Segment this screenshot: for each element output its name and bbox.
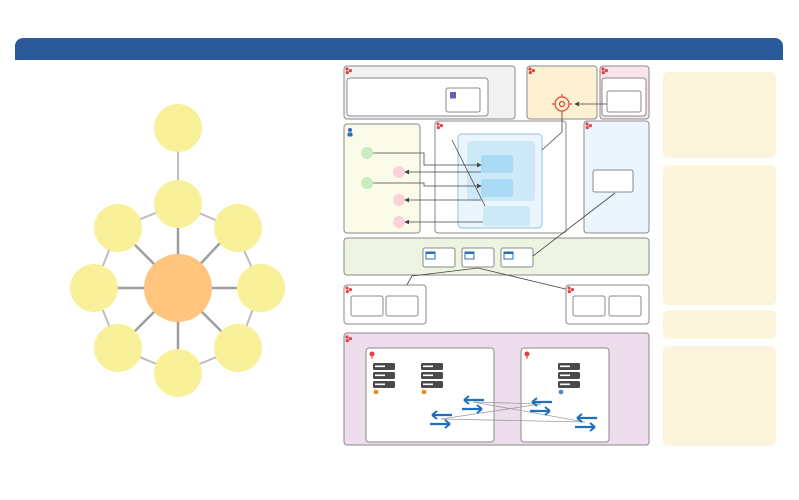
side-panel-2 <box>663 165 776 305</box>
switch-links <box>440 401 586 423</box>
side-panel-3 <box>663 310 776 339</box>
node-w <box>70 264 118 312</box>
panel-top-left <box>343 65 516 120</box>
user-node <box>393 194 405 206</box>
user-node <box>393 166 405 178</box>
node-center <box>144 254 212 322</box>
node-sw <box>94 324 142 372</box>
user-node <box>361 177 373 189</box>
panel-core <box>434 120 567 234</box>
user-icon <box>347 128 353 137</box>
panel-app <box>583 120 650 234</box>
header-banner <box>15 38 783 60</box>
node-se <box>214 324 262 372</box>
node-s <box>154 349 202 397</box>
node-nw <box>94 204 142 252</box>
target-icon <box>552 94 572 114</box>
core-arrows <box>373 114 563 225</box>
user-node <box>361 147 373 159</box>
node-e <box>237 264 285 312</box>
node-n <box>154 180 202 228</box>
panel-users <box>343 123 421 234</box>
panel-storage-right <box>565 284 650 325</box>
panel-monitor <box>526 65 598 120</box>
panel-alert <box>599 65 650 120</box>
pin-icon <box>369 351 375 359</box>
building-icon <box>450 92 456 99</box>
node-ne <box>214 204 262 252</box>
panel-network <box>343 237 650 276</box>
side-panel-1 <box>663 72 776 158</box>
side-panels <box>663 72 776 446</box>
pin-icon <box>524 351 530 359</box>
node-top <box>154 104 202 152</box>
server-icon <box>421 363 443 388</box>
hub-graph <box>70 104 285 397</box>
panel-cluster <box>343 332 650 446</box>
side-panel-4 <box>663 346 776 446</box>
user-node <box>393 216 405 228</box>
server-icon <box>558 363 580 388</box>
architecture-diagram <box>343 65 650 446</box>
server-icon <box>373 363 395 388</box>
panel-storage-left <box>343 284 427 325</box>
